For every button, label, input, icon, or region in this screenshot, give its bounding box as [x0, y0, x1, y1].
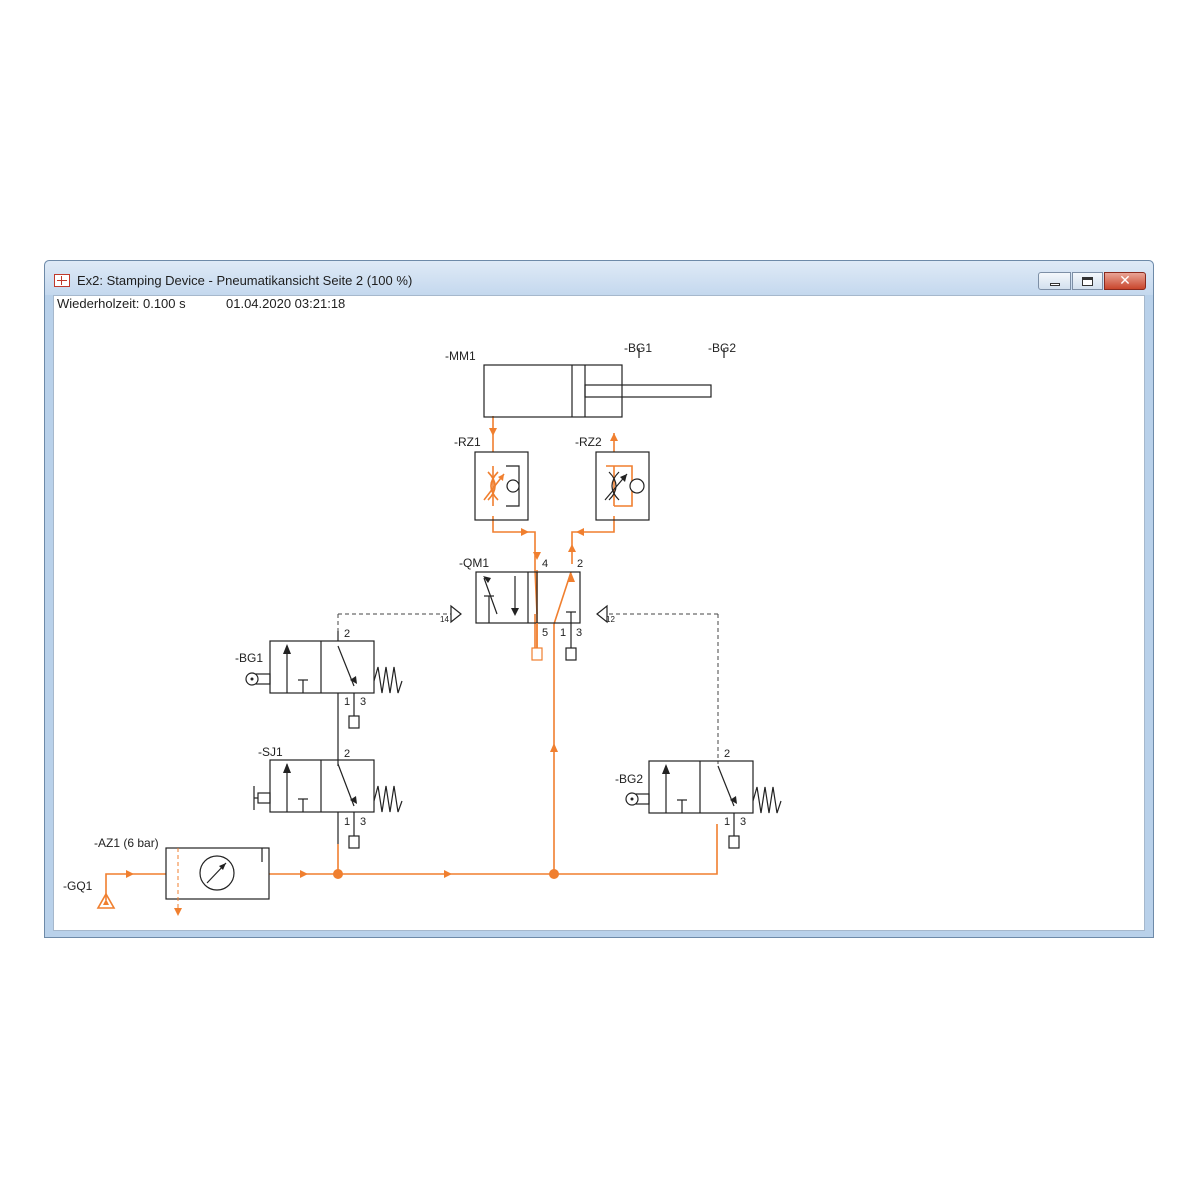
air-supply-gq1[interactable]: [96, 892, 116, 909]
close-button[interactable]: ✕: [1104, 272, 1146, 290]
bg1-port-2: 2: [344, 628, 350, 640]
label-mm1: -MM1: [445, 349, 476, 363]
bg1-port-3: 3: [360, 696, 366, 708]
qm1-port-1: 1: [560, 627, 566, 639]
label-bg2: -BG2: [615, 772, 643, 786]
roller-valve-bg1[interactable]: [245, 631, 403, 766]
roller-valve-bg2[interactable]: [625, 760, 782, 849]
component-labels: -MM1 -BG1 -BG2 -RZ1 -RZ2 -QM1 4 2 5 1 3 …: [63, 341, 746, 893]
cylinder-mm1[interactable]: [483, 348, 725, 418]
bg2-port-1: 1: [724, 816, 730, 828]
sj1-port-2: 2: [344, 748, 350, 760]
active-flow-lines: [105, 416, 718, 900]
bg1-port-1: 1: [344, 696, 350, 708]
minimize-button[interactable]: [1038, 272, 1071, 290]
directional-valve-qm1[interactable]: [337, 571, 719, 764]
minimize-icon: [1049, 282, 1060, 286]
sim-datetime: 01.04.2020 03:21:18: [226, 296, 346, 311]
label-bg2-marker: -BG2: [708, 341, 736, 355]
repeat-time: Wiederholzeit: 0.100 s: [57, 296, 186, 311]
maximize-button[interactable]: [1072, 272, 1103, 290]
service-unit-az1[interactable]: [165, 847, 270, 916]
qm1-pilot-12: 12: [606, 615, 615, 624]
label-bg1-marker: -BG1: [624, 341, 652, 355]
fluidsim-app-icon: [54, 274, 70, 287]
pushbutton-valve-sj1[interactable]: [253, 759, 403, 849]
flow-control-valve-rz2[interactable]: [595, 451, 650, 521]
sj1-port-3: 3: [360, 816, 366, 828]
label-rz1: -RZ1: [454, 435, 481, 449]
circuit-canvas[interactable]: Wiederholzeit: 0.100 s 01.04.2020 03:21:…: [53, 295, 1145, 931]
qm1-pilot-14: 14: [440, 615, 449, 624]
label-bg1: -BG1: [235, 651, 263, 665]
label-rz2: -RZ2: [575, 435, 602, 449]
bg2-port-3: 3: [740, 816, 746, 828]
label-gq1: -GQ1: [63, 879, 93, 893]
simulation-window: Ex2: Stamping Device - Pneumatikansicht …: [44, 260, 1154, 938]
bg2-port-2: 2: [724, 748, 730, 760]
maximize-icon: [1082, 276, 1093, 286]
qm1-port-2: 2: [577, 558, 583, 570]
qm1-port-3: 3: [576, 627, 582, 639]
flow-arrowheads: [126, 428, 618, 879]
title-bar[interactable]: Ex2: Stamping Device - Pneumatikansicht …: [45, 261, 1153, 295]
label-sj1: -SJ1: [258, 745, 283, 759]
sj1-port-1: 1: [344, 816, 350, 828]
label-az1: -AZ1 (6 bar): [94, 836, 159, 850]
qm1-port-4: 4: [542, 558, 548, 570]
label-qm1: -QM1: [459, 556, 489, 570]
pneumatic-diagram: -MM1 -BG1 -BG2 -RZ1 -RZ2 -QM1 4 2 5 1 3 …: [63, 341, 782, 916]
close-icon: ✕: [1119, 273, 1131, 289]
flow-control-valve-rz1[interactable]: [474, 451, 529, 521]
qm1-port-5: 5: [542, 627, 548, 639]
window-title: Ex2: Stamping Device - Pneumatikansicht …: [77, 273, 413, 288]
